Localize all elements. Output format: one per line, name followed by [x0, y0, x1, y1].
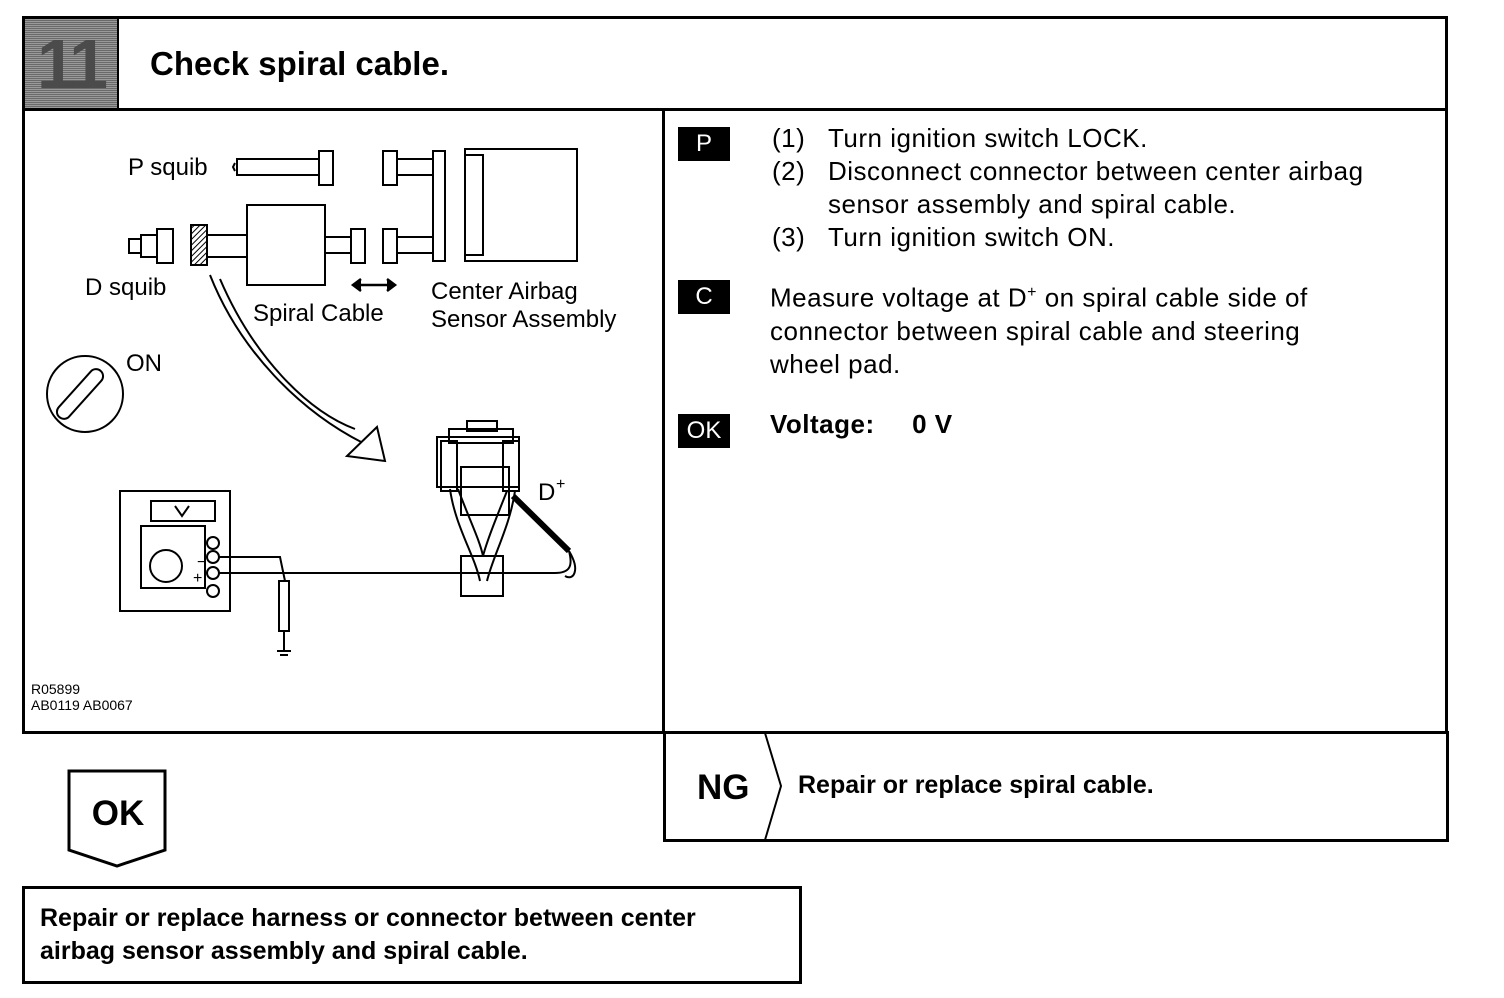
- d-squib-label: D squib: [85, 274, 166, 301]
- procedure-tag: P: [678, 127, 730, 161]
- final-action-box: [22, 886, 802, 984]
- center-airbag-connector: [382, 148, 578, 264]
- minus-label: −: [197, 554, 206, 571]
- spiral-cable-body: [246, 204, 366, 286]
- voltage-spec: Voltage: 0 V: [770, 408, 953, 441]
- center-airbag-label-2: Sensor Assembly: [431, 306, 616, 333]
- ok-label: OK: [91, 794, 145, 833]
- d-plus-sup-label: +: [556, 476, 565, 493]
- voltage-spec-label: Voltage:: [770, 409, 875, 439]
- d-plus-label: D: [538, 479, 555, 506]
- d-squib-connector: [128, 224, 248, 266]
- ng-label: NG: [697, 768, 750, 807]
- multimeter-icon: [119, 490, 572, 656]
- check-instructions: Measure voltage at D+ on spiral cable si…: [770, 276, 1440, 381]
- ok-tag: OK: [678, 414, 730, 448]
- figure-code-1: R05899: [31, 681, 80, 697]
- header-divider: [22, 108, 1448, 111]
- check-line-3: wheel pad.: [770, 348, 901, 379]
- procedure-step-2: (2)Disconnect connector between center a…: [772, 156, 1364, 186]
- voltage-spec-value: 0 V: [912, 409, 953, 439]
- step-number-tile: 11: [25, 19, 119, 109]
- ng-action-text: Repair or replace spiral cable.: [798, 771, 1154, 799]
- ok-down-arrow-icon: [67, 769, 167, 868]
- procedure-step-2-cont: sensor assembly and spiral cable.: [828, 189, 1237, 219]
- disconnect-arrow-icon: [350, 278, 398, 292]
- procedure-step-3: (3)Turn ignition switch ON.: [772, 222, 1116, 252]
- check-line-2: connector between spiral cable and steer…: [770, 315, 1301, 346]
- plus-label: +: [193, 570, 202, 587]
- spiral-cable-label: Spiral Cable: [253, 300, 384, 327]
- on-label: ON: [126, 350, 162, 377]
- final-action-line-1: Repair or replace harness or connector b…: [40, 904, 696, 932]
- figure-code-2: AB0119 AB0067: [31, 697, 133, 713]
- wiring-diagram: P squib D squib Spiral Cable Center Airb…: [31, 148, 616, 713]
- step-number: 11: [37, 25, 108, 103]
- p-squib-connector: [231, 150, 334, 186]
- p-squib-label: P squib: [128, 154, 208, 181]
- procedure-step-1: (1)Turn ignition switch LOCK.: [772, 123, 1148, 153]
- step-title: Check spiral cable.: [150, 45, 449, 82]
- check-tag: C: [678, 280, 730, 314]
- check-line-1: Measure voltage at D+ on spiral cable si…: [770, 282, 1308, 313]
- steering-pad-connector: [436, 420, 577, 597]
- procedure-steps: (1)Turn ignition switch LOCK. (2)Disconn…: [772, 122, 1442, 254]
- ng-result-box: [663, 731, 1449, 842]
- ignition-switch-icon: [46, 355, 124, 433]
- final-action-line-2: airbag sensor assembly and spiral cable.: [40, 937, 528, 965]
- panel-divider: [662, 108, 665, 734]
- final-action-text: Repair or replace harness or connector b…: [40, 902, 800, 968]
- curved-pointer-arrow-icon: [209, 274, 387, 463]
- center-airbag-label-1: Center Airbag: [431, 278, 578, 305]
- ng-chevron-icon: [764, 732, 783, 841]
